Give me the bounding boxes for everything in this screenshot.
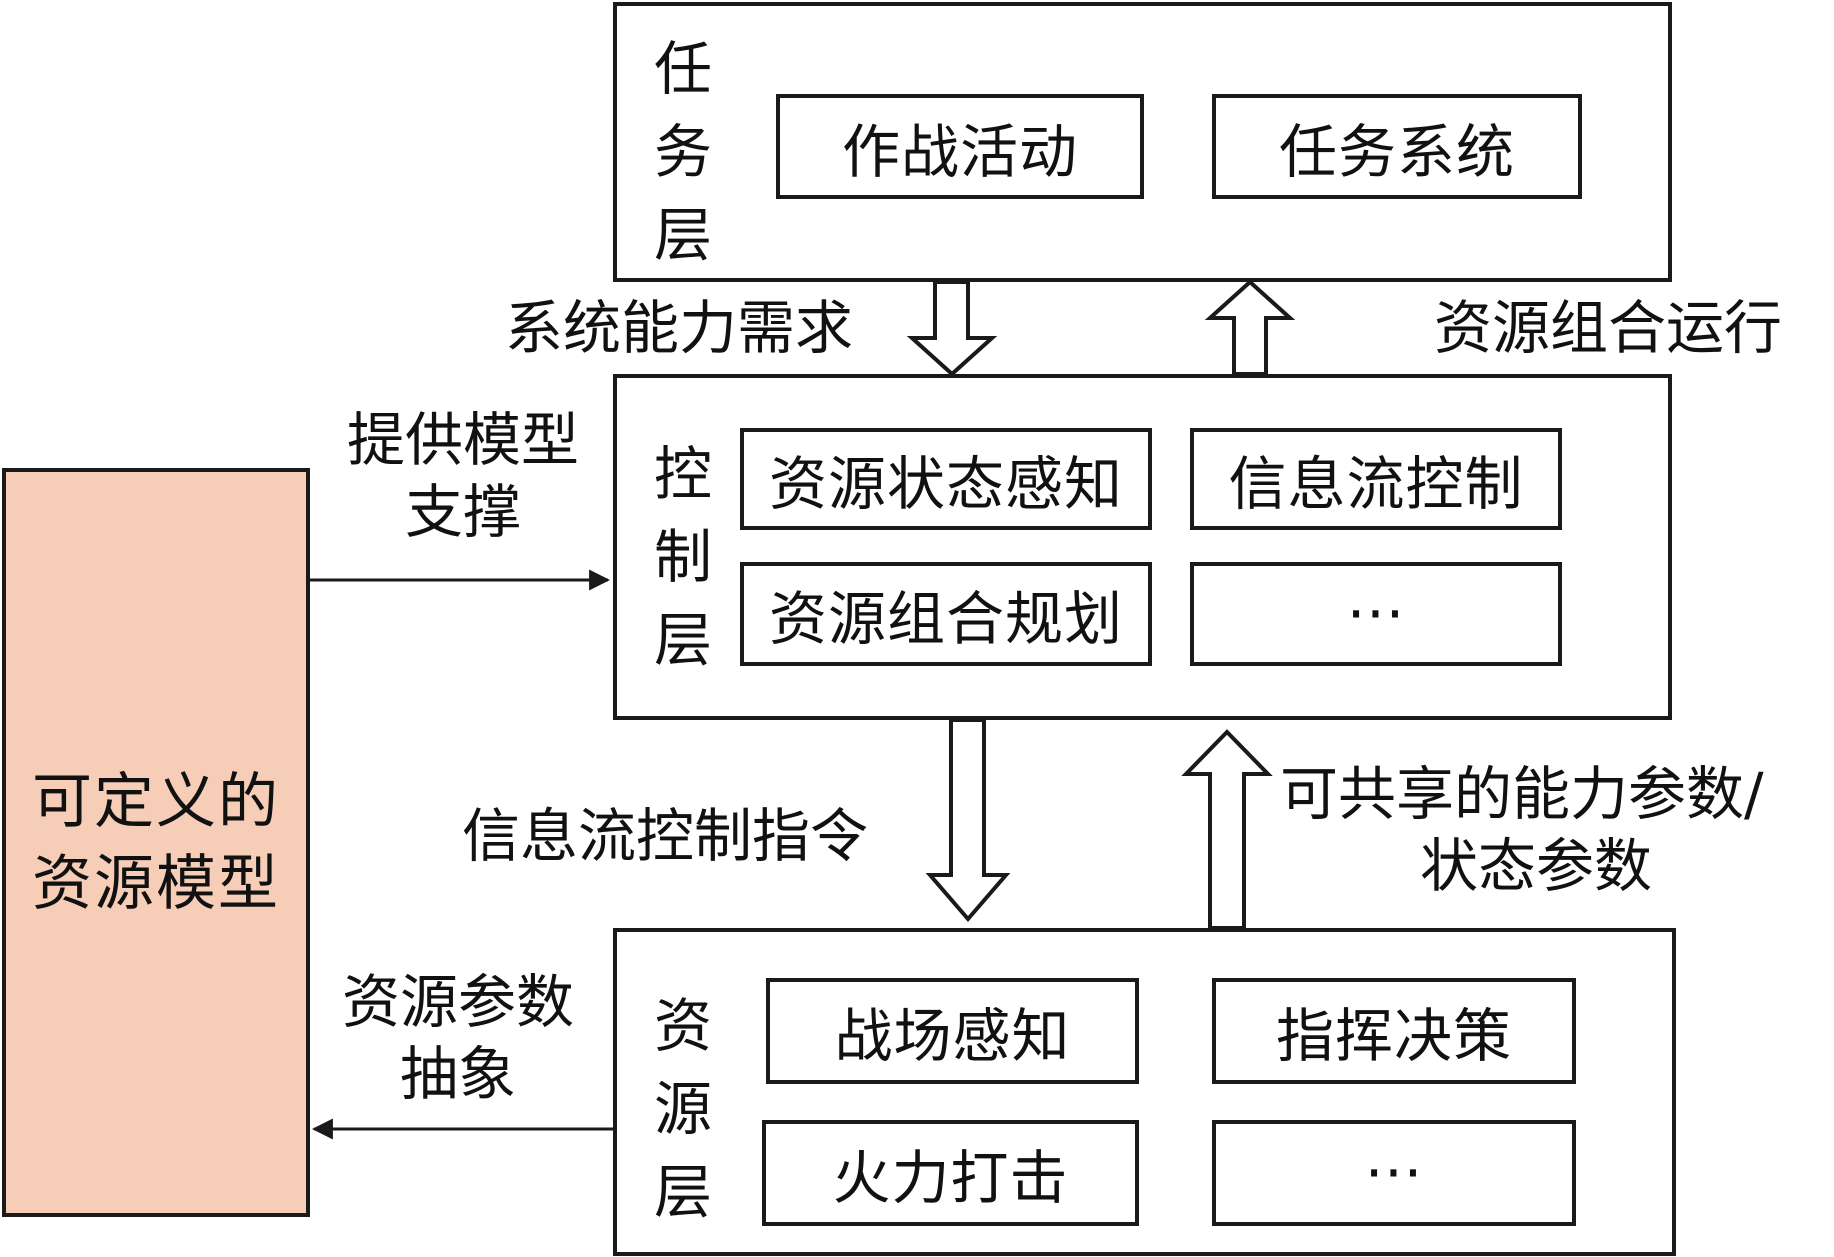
- resource-layer-label: 资 源 层: [653, 992, 712, 1226]
- control-layer-box: [613, 374, 1672, 720]
- label-shareable-params: 可共享的能力参数/ 状态参数: [1280, 760, 1764, 900]
- arrow-control-to-resource: [925, 718, 1011, 923]
- node-resource-ellipsis: ···: [1212, 1120, 1576, 1226]
- node-resource-combination-planning: 资源组合规划: [740, 562, 1152, 666]
- arrow-resource-to-control: [1181, 729, 1273, 930]
- node-resource-state-sensing: 资源状态感知: [740, 428, 1152, 530]
- control-layer-label: 控 制 层: [653, 440, 712, 674]
- arrow-task-to-control: [906, 280, 998, 377]
- label-model-support: 提供模型 支撑: [346, 406, 579, 546]
- node-control-ellipsis: ···: [1190, 562, 1562, 666]
- label-resource-combination-run: 资源组合运行: [1434, 294, 1783, 362]
- node-fire-strike: 火力打击: [762, 1120, 1139, 1226]
- definable-resource-model-box: 可定义的 资源模型: [2, 468, 310, 1217]
- node-mission-system: 任务系统: [1212, 94, 1582, 199]
- model-label: 可定义的 资源模型: [32, 766, 280, 919]
- arrow-control-to-task: [1204, 279, 1296, 376]
- node-combat-activity: 作战活动: [776, 94, 1144, 199]
- node-info-flow-control: 信息流控制: [1190, 428, 1562, 530]
- node-battlefield-sensing: 战场感知: [766, 978, 1139, 1084]
- label-param-abstraction: 资源参数 抽象: [341, 968, 574, 1108]
- task-layer-label: 任 务 层: [653, 35, 712, 269]
- node-command-decision: 指挥决策: [1212, 978, 1576, 1084]
- label-system-capability-demand: 系统能力需求: [505, 294, 854, 362]
- label-info-flow-command: 信息流控制指令: [462, 802, 869, 870]
